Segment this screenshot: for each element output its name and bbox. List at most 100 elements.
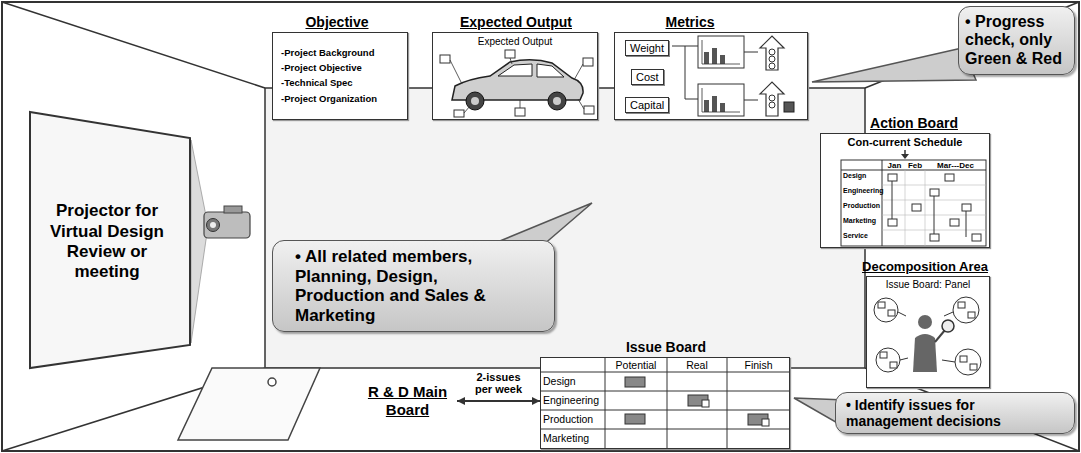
board-ground xyxy=(866,276,990,388)
schedule-label: Production xyxy=(843,202,883,209)
projector-icon xyxy=(207,219,220,232)
schedule-chart xyxy=(888,174,897,181)
issue-table xyxy=(540,372,790,373)
metric-box: Capital xyxy=(625,97,669,113)
schedule-chart xyxy=(912,204,921,211)
projector-icon xyxy=(210,222,216,228)
car-illustration xyxy=(440,50,594,117)
decomposition-illustration xyxy=(878,302,885,308)
issue-table xyxy=(748,414,768,425)
callout-tail xyxy=(812,48,976,82)
decomposition-illustration xyxy=(944,312,953,316)
door xyxy=(178,368,320,440)
metric-charts xyxy=(704,48,725,112)
decomposition-illustration xyxy=(874,298,898,322)
metric-charts xyxy=(698,84,744,116)
callout-text: • Identify issues for management decisio… xyxy=(836,393,1074,433)
board-ground xyxy=(614,32,808,120)
board-ground xyxy=(432,32,598,120)
metric-charts xyxy=(685,46,698,99)
schedule-label: Service xyxy=(843,232,883,239)
issue-table xyxy=(702,400,709,407)
board-heading: Objective xyxy=(305,14,368,30)
board-box: Expected OutputExpected Output xyxy=(432,32,598,120)
schedule-chart xyxy=(882,170,986,246)
board-ground xyxy=(540,357,790,449)
issue-table xyxy=(727,357,728,449)
projector-icon xyxy=(204,206,250,238)
metric-charts xyxy=(769,56,775,62)
metric-box: Cost xyxy=(631,69,664,85)
issue-table xyxy=(625,377,645,387)
issue-table xyxy=(702,400,769,426)
schedule-label: Mar---Dec xyxy=(925,161,986,170)
board-heading: Action Board xyxy=(870,115,958,131)
decomposition-illustration xyxy=(960,356,967,362)
schedule-label: Engineering xyxy=(843,187,883,194)
issue-table xyxy=(667,357,668,449)
table-cell: Design xyxy=(543,375,605,387)
decomposition-illustration xyxy=(898,312,906,316)
decomposition-illustration xyxy=(958,302,965,308)
issue-table xyxy=(540,357,790,449)
metric-box: Weight xyxy=(625,40,669,56)
issue-table xyxy=(540,391,790,392)
decomposition-illustration xyxy=(942,320,954,332)
decomposition-illustration xyxy=(918,315,932,329)
schedule-chart xyxy=(905,170,906,246)
table-cell: Potential xyxy=(605,359,667,371)
callout-text: • Progress check, only Green & Red xyxy=(959,7,1074,74)
decomposition-illustration xyxy=(876,348,900,372)
metric-charts xyxy=(744,100,758,101)
title-text: R & D Main Board xyxy=(360,383,455,419)
schedule-chart xyxy=(841,150,986,246)
screen-outline xyxy=(30,112,190,368)
callout-bubble: • Progress check, only Green & Red xyxy=(958,6,1075,75)
car-illustration xyxy=(440,50,594,117)
metric-charts xyxy=(760,36,784,70)
car-illustration xyxy=(454,110,464,117)
schedule-label: Marketing xyxy=(843,217,883,224)
car-illustration xyxy=(584,106,594,114)
chip-text: Cost xyxy=(636,71,659,83)
board-ground xyxy=(820,133,990,248)
issue-table xyxy=(540,357,790,449)
issue-table xyxy=(540,410,790,411)
board-ground xyxy=(272,32,408,120)
metric-charts xyxy=(769,63,775,69)
board-text: Issue Board: Panel xyxy=(867,277,989,291)
decomposition-illustration xyxy=(942,360,955,362)
table-cell: Production xyxy=(543,413,605,425)
schedule-chart xyxy=(930,234,939,241)
car-illustration xyxy=(505,50,515,58)
schedule-chart xyxy=(934,192,935,237)
projector-beam xyxy=(191,140,208,343)
schedule-chart xyxy=(888,174,981,241)
table-cell: Real xyxy=(667,359,727,371)
metric-charts xyxy=(720,103,725,112)
metric-charts xyxy=(698,36,744,68)
schedule-chart xyxy=(930,189,939,196)
car-illustration xyxy=(440,55,450,63)
schedule-label: Design xyxy=(843,172,883,179)
projector-icon xyxy=(204,212,250,238)
board-text: Con-current Schedule xyxy=(821,134,989,149)
issue-table xyxy=(762,419,769,426)
schedule-chart xyxy=(888,219,897,226)
board-heading: Expected Output xyxy=(460,14,572,30)
schedule-chart xyxy=(882,185,986,186)
decomposition-illustration xyxy=(953,297,979,323)
issue-table xyxy=(688,395,708,406)
metric-charts xyxy=(744,52,758,53)
board-text: -Project Objective xyxy=(273,60,407,75)
board-text: Expected Output xyxy=(433,33,597,48)
decomposition-illustration xyxy=(880,352,887,358)
metric-charts xyxy=(702,88,740,112)
projector-icon xyxy=(224,206,242,213)
car-illustration xyxy=(450,60,462,84)
car-illustration xyxy=(553,97,561,105)
issue-table xyxy=(605,357,606,449)
metric-charts xyxy=(672,36,794,116)
decomposition-illustration xyxy=(970,364,977,370)
